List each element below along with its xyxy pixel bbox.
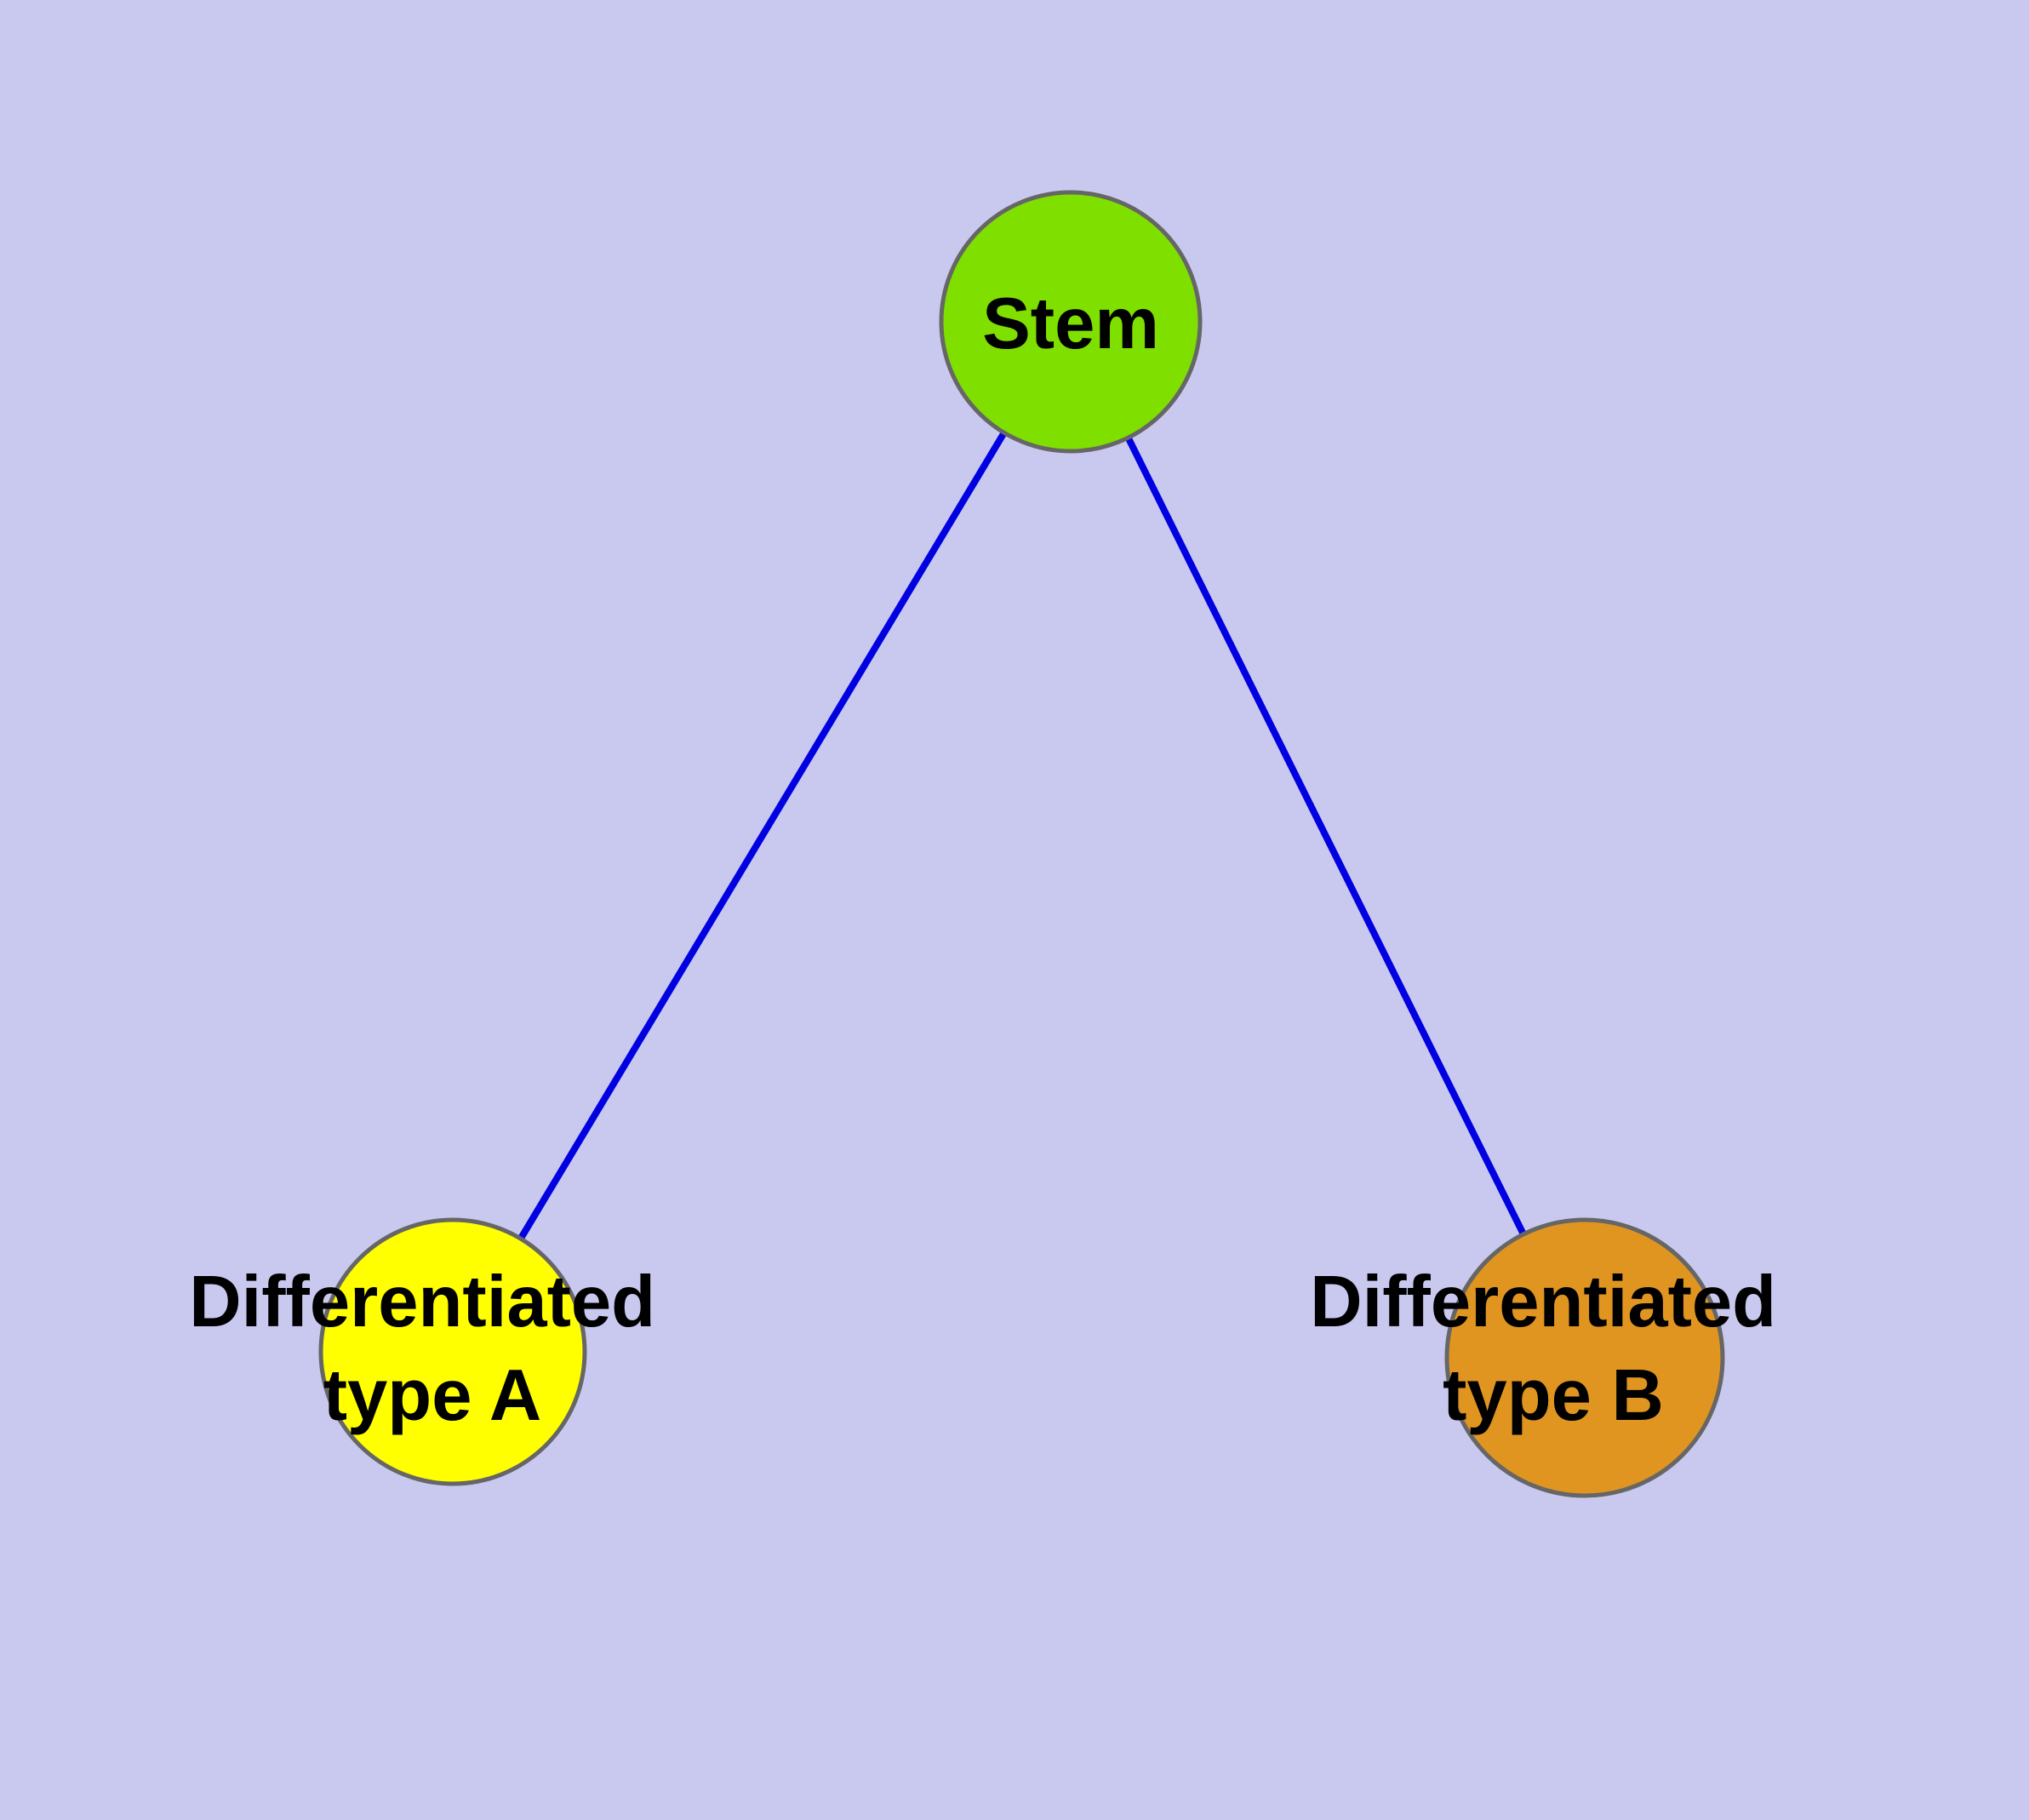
edge-stem-to-type-a: [449, 319, 1074, 1354]
node-differentiated-type-b-label: Differentiated type B: [1310, 1262, 1796, 1436]
edge-stem-to-type-b: [1067, 320, 1588, 1359]
node-differentiated-type-a: [318, 1217, 587, 1486]
node-differentiated-type-a-label: Differentiated type A: [189, 1262, 675, 1436]
node-stem: [939, 190, 1203, 454]
node-differentiated-type-b: [1444, 1217, 1725, 1498]
node-stem-label: Stem: [982, 283, 1159, 364]
